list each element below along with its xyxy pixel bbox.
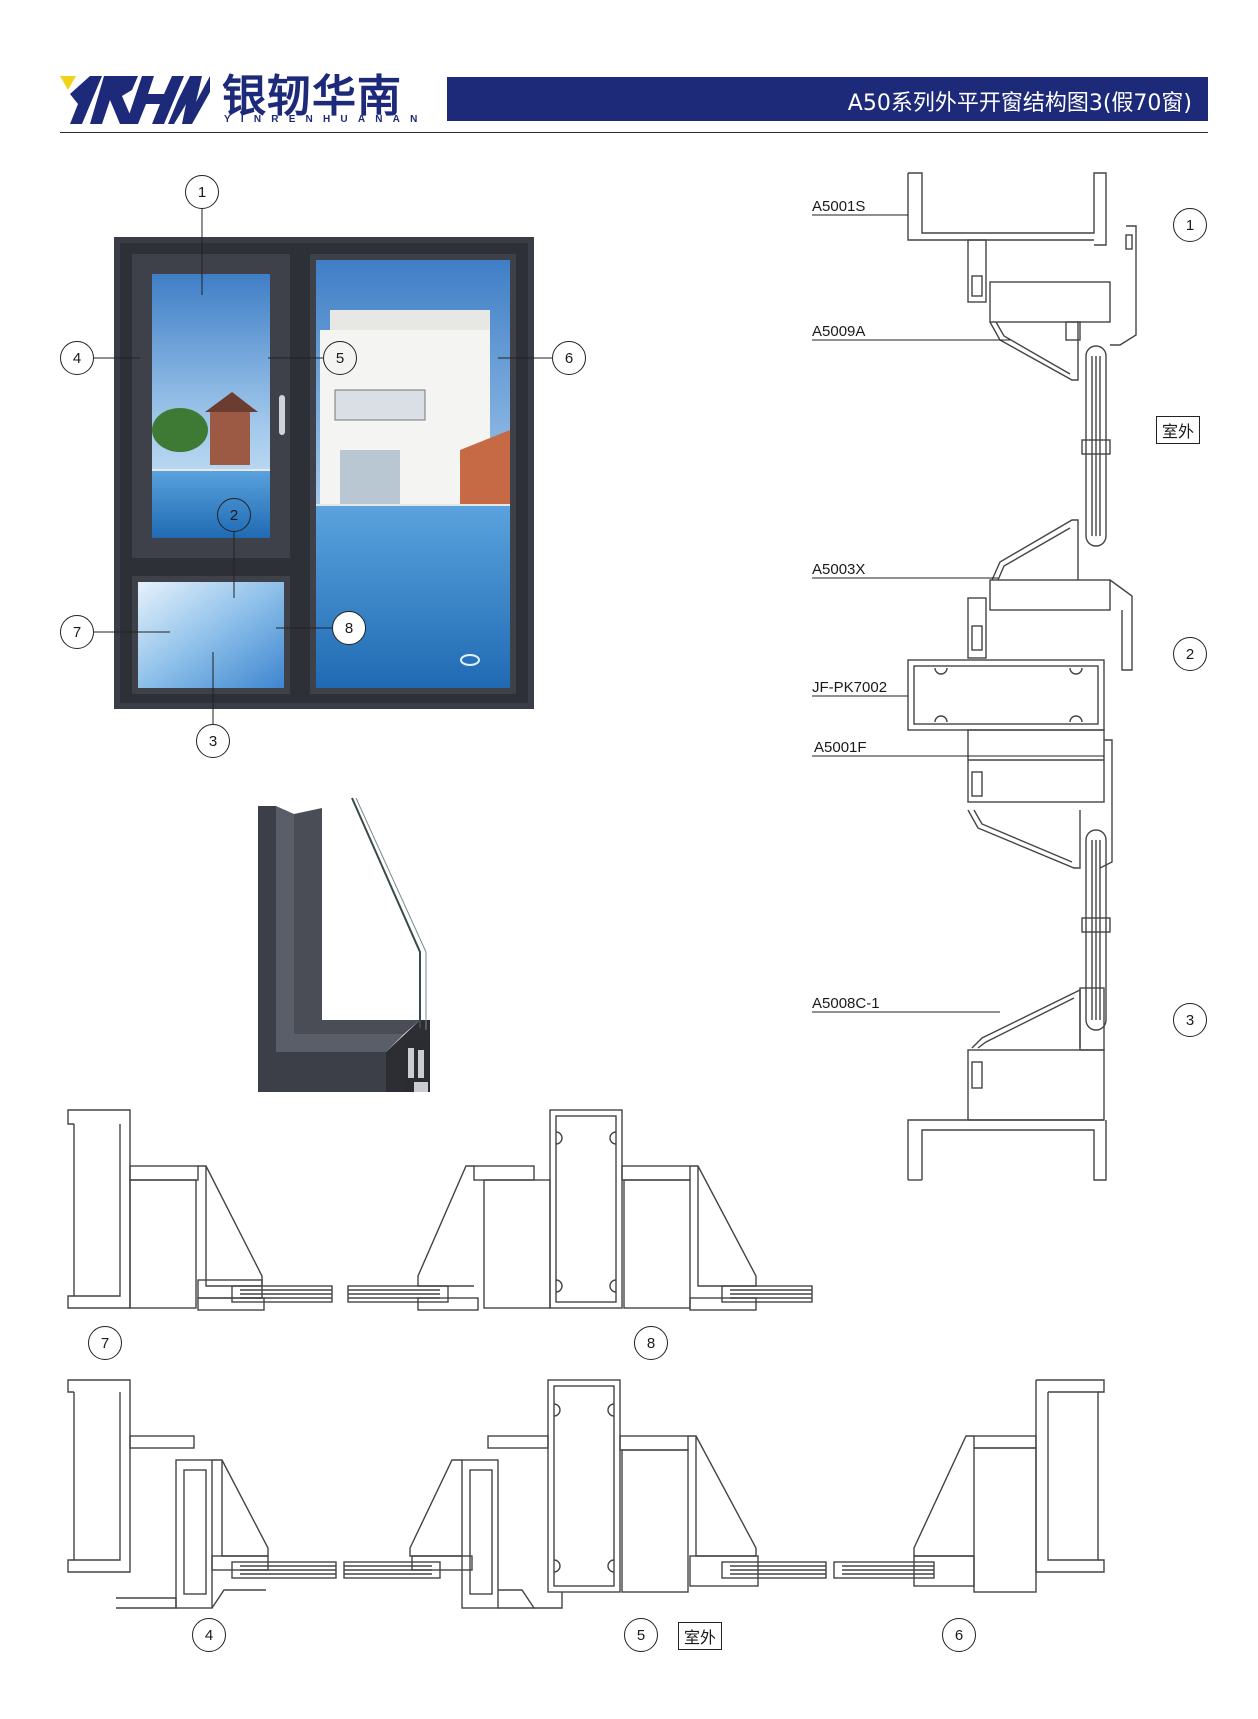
- vsection-callout-2: 2: [1173, 637, 1207, 671]
- part-label-a5003x: A5003X: [812, 561, 866, 578]
- callout-5: 5: [323, 341, 357, 375]
- part-label-a5008c-1: A5008C-1: [812, 995, 880, 1012]
- title-bar: A50系列外平开窗结构图3(假70窗): [447, 77, 1208, 121]
- logo-mark-graphic: [60, 76, 210, 124]
- part-label-a5001f: A5001F: [814, 739, 867, 756]
- callout-8: 8: [332, 611, 366, 645]
- part-label-a5009a: A5009A: [812, 323, 866, 340]
- hsection-callout-8: 8: [634, 1326, 668, 1360]
- hsection-callout-6: 6: [942, 1618, 976, 1652]
- vsection-callout-3: 3: [1173, 1003, 1207, 1037]
- callout-7: 7: [60, 615, 94, 649]
- logo-chinese: 银轫华南: [222, 71, 402, 122]
- callout-6: 6: [552, 341, 586, 375]
- hsection-callout-7: 7: [88, 1326, 122, 1360]
- part-label-jf-pk7002: JF-PK7002: [812, 679, 888, 696]
- exterior-tag-vertical: 室外: [1156, 416, 1201, 444]
- page-title: A50系列外平开窗结构图3(假70窗): [847, 91, 1192, 116]
- exterior-tag-horizontal: 室外: [678, 1622, 723, 1650]
- callout-1: 1: [185, 175, 219, 209]
- vsection-callout-1: 1: [1173, 208, 1207, 242]
- hsection-callout-5: 5: [624, 1618, 658, 1652]
- header-divider: [60, 132, 1208, 133]
- callout-2: 2: [217, 498, 251, 532]
- callout-3: 3: [196, 724, 230, 758]
- callout-4: 4: [60, 341, 94, 375]
- hsection-callout-4: 4: [192, 1618, 226, 1652]
- logo-mark: [60, 76, 210, 124]
- part-label-a5001s: A5001S: [812, 198, 866, 215]
- logo-english: YINRENHUANAN: [224, 114, 428, 125]
